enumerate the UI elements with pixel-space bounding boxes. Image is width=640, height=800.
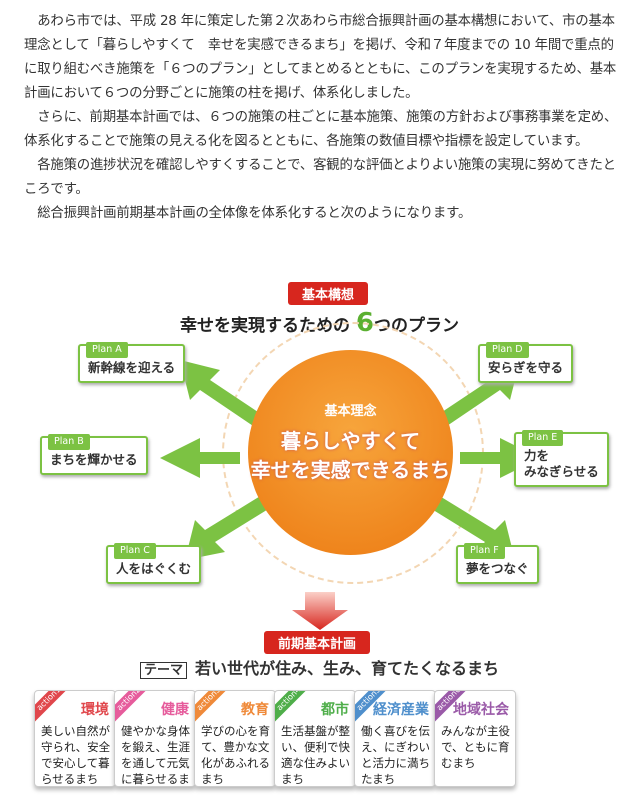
arrow-icon xyxy=(180,360,270,432)
core-line: 幸せを実感できるまち xyxy=(250,458,451,482)
plan-text: 安らぎを守る xyxy=(488,360,564,375)
action-title: 教育 xyxy=(241,702,269,718)
action-card: action1 環境 美しい自然が守られ、安全で安心して暮らせるまち xyxy=(34,690,116,787)
theme-text: 若い世代が住み、生み、育てたくなるまち xyxy=(195,659,500,678)
action-text: 健やかな身体を鍛え、生涯を通して元気に暮らせるまち xyxy=(121,724,190,786)
plan-e: Plan E 力を みなぎらせる xyxy=(514,430,609,487)
action-text: みんなが主役で、ともに育むまち xyxy=(441,724,510,770)
action-card: action5 経済産業 働く喜びを伝え、にぎわいと活力に満ちたまち xyxy=(354,690,436,787)
intro-line: 各施策の進捗状況を確認しやすくすることで、客観的な評価とよりよい施策の実現に努め… xyxy=(24,158,616,173)
action-title: 健康 xyxy=(161,702,189,718)
plan-tag: Plan E xyxy=(522,430,564,446)
action-title: 都市 xyxy=(321,702,349,718)
plan-text: 新幹線を迎える xyxy=(88,360,176,375)
arrow-icon xyxy=(185,495,270,560)
action-text: 学びの心を育て、豊かな文化があふれるまち xyxy=(201,724,270,786)
intro-line: あわら市では、平成 28 年に策定した第２次あわら市総合振興計画の基本構想におい… xyxy=(24,14,615,29)
plan-text: 夢をつなぐ xyxy=(466,561,529,576)
plan-period-tag: 前期基本計画 xyxy=(264,631,371,654)
intro-line: 総合振興計画前期基本計画の全体像を体系化すると次のようになります。 xyxy=(24,206,472,221)
plan-tag: Plan B xyxy=(48,434,90,450)
down-arrow-icon xyxy=(292,592,348,630)
intro-line: に取り組むべき施策を「６つのプラン」としてまとめるとともに、このプランを実現する… xyxy=(24,62,617,77)
plan-f: Plan F 夢をつなぐ xyxy=(456,543,539,584)
theme: テーマ若い世代が住み、生み、育てたくなるまち xyxy=(140,655,499,679)
plan-tag: Plan A xyxy=(86,342,128,358)
plan-b: Plan B まちを輝かせる xyxy=(40,434,148,475)
action-title: 地域社会 xyxy=(453,702,509,718)
intro-line: 計画において６つの分野ごとに施策の柱を掲げ、体系化しました。 xyxy=(24,86,419,101)
intro-line: さらに、前期基本計画では、６つの施策の柱ごとに基本施策、施策の方針および事務事業… xyxy=(24,110,618,125)
plan-a: Plan A 新幹線を迎える xyxy=(78,342,186,383)
core-text: 基本理念 暮らしやすくて 幸せを実感できるまち xyxy=(248,400,453,483)
core-label: 基本理念 xyxy=(324,404,377,419)
plan-tag: Plan D xyxy=(486,342,529,358)
action-text: 生活基盤が整い、便利で快適な住みよいまち xyxy=(281,724,350,786)
plan-c: Plan C 人をはぐくむ xyxy=(106,543,202,584)
action-card: action6 地域社会 みんなが主役で、ともに育むまち xyxy=(434,690,516,787)
plan-text: まちを輝かせる xyxy=(50,452,138,467)
action-text: 美しい自然が守られ、安全で安心して暮らせるまち xyxy=(41,724,111,786)
action-text: 働く喜びを伝え、にぎわいと活力に満ちたまち xyxy=(361,724,430,786)
plan-text: 力を みなぎらせる xyxy=(524,448,599,479)
core-circle xyxy=(248,350,453,555)
action-title: 経済産業 xyxy=(373,702,429,718)
theme-label: テーマ xyxy=(140,662,188,679)
vision-tag: 基本構想 xyxy=(288,282,369,305)
intro-line: 体系化することで施策の見える化を図るとともに、各施策の数値目標や指標を設定してい… xyxy=(24,134,589,149)
action-card: action2 健康 健やかな身体を鍛え、生涯を通して元気に暮らせるまち xyxy=(114,690,196,787)
intro-line: 理念として「暮らしやすくて 幸せを実感できるまち」を掲げ、令和７年度までの 10… xyxy=(24,38,614,53)
arrow-icon xyxy=(160,438,240,478)
action-title: 環境 xyxy=(81,702,109,718)
core-line: 暮らしやすくて xyxy=(280,429,421,453)
action-card: action4 都市 生活基盤が整い、便利で快適な住みよいまち xyxy=(274,690,356,787)
plan-tag: Plan F xyxy=(464,543,505,559)
intro-line: ころです。 xyxy=(24,182,89,197)
plan-tag: Plan C xyxy=(114,543,156,559)
plan-text: 人をはぐくむ xyxy=(116,561,192,576)
action-card: action3 教育 学びの心を育て、豊かな文化があふれるまち xyxy=(194,690,276,787)
plan-d: Plan D 安らぎを守る xyxy=(478,342,574,383)
